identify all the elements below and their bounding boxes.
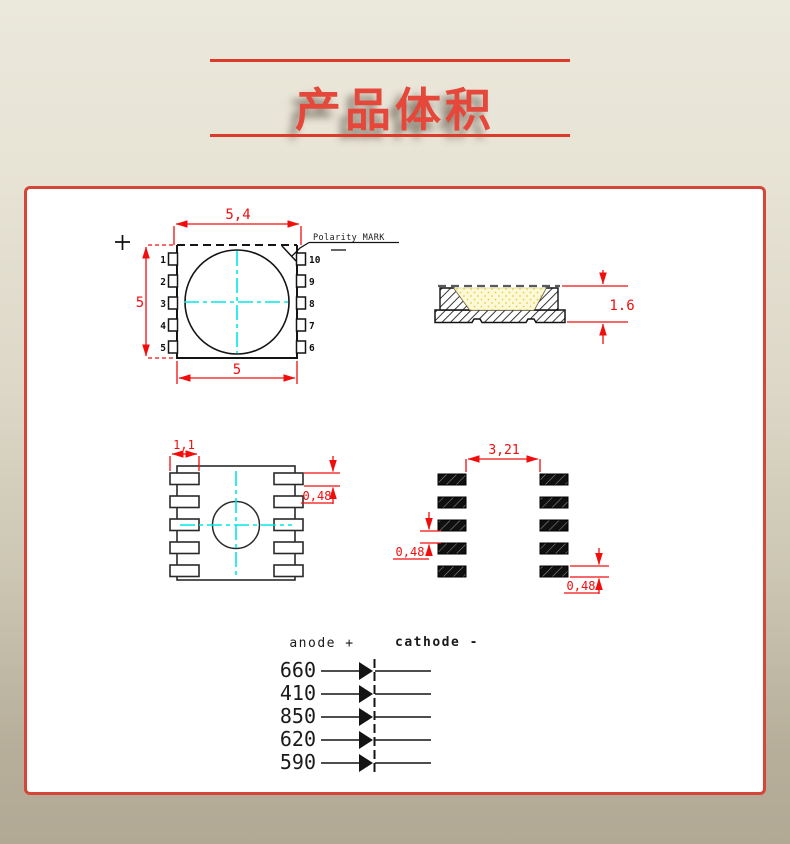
dim-column-gap-lines: [465, 455, 541, 472]
dim-row-gap-value: 0,48: [396, 545, 425, 559]
pin-numbers: 1 2 3 4 5 10 9 8 7 6: [160, 255, 320, 354]
top-view-pins: [167, 252, 307, 354]
dim-row-gap-lines: [393, 512, 441, 560]
wavelength-value: 620: [280, 727, 316, 751]
anode-label: anode +: [289, 636, 354, 651]
dim-pad-height-right-value: 0,48: [567, 579, 596, 593]
footprint-centerlines: [180, 471, 292, 578]
pin-number: 1: [160, 255, 166, 266]
diode-icon: [359, 708, 373, 726]
wavelength-value: 590: [280, 750, 316, 774]
header-rule-bottom: [210, 134, 570, 137]
pin-number: 2: [160, 277, 166, 288]
side-view-drawing: 1.6: [434, 270, 635, 344]
base-plate-section: [434, 309, 566, 324]
diode-icon: [359, 731, 373, 749]
pin-number: 8: [309, 299, 315, 310]
dim-thickness-lines: [562, 270, 628, 344]
dim-side-height-value: 5: [136, 295, 144, 311]
cathode-label: cathode -: [395, 635, 479, 650]
dim-top-width-lines: [173, 220, 302, 245]
pin-number: 4: [160, 321, 166, 332]
dim-pad-width-value: 1,1: [173, 438, 195, 452]
pin-number: 6: [309, 343, 315, 354]
dim-pad-height-value: 0,48: [303, 489, 332, 503]
dim-pad-width-lines: [169, 450, 200, 471]
solder-pads: [437, 473, 569, 578]
pin-number: 3: [160, 299, 166, 310]
dim-bottom-width-lines: [176, 361, 298, 384]
dim-thickness-value: 1.6: [609, 298, 634, 314]
diode-icon: [359, 662, 373, 680]
circuit-diagram: anode + cathode - 660 410 850: [280, 635, 479, 776]
phosphor-cavity: [453, 287, 547, 311]
polarity-leader-line: [291, 241, 399, 257]
wavelength-value: 660: [280, 658, 316, 682]
pad-layout-drawing: 3,21 0,48 0,48: [393, 443, 609, 594]
dim-side-height-lines: [142, 244, 176, 359]
pin-number: 7: [309, 321, 315, 332]
footprint-drawing: 1,1 0,48: [169, 438, 340, 581]
top-view-drawing: 1 2 3 4 5 10 9 8 7 6 5,4: [115, 207, 399, 384]
diode-rows: [321, 670, 431, 764]
polarity-mark-label: Polarity MARK: [313, 233, 385, 243]
header-rule-top: [210, 59, 570, 62]
pin-number: 9: [309, 277, 315, 288]
wavelength-value: 410: [280, 681, 316, 705]
centerlines: [184, 251, 290, 353]
dim-pad-height-lines: [301, 456, 340, 504]
wavelength-value: 850: [280, 704, 316, 728]
pin-number: 5: [160, 343, 166, 354]
diode-icon: [359, 685, 373, 703]
pin-number: 10: [309, 255, 321, 266]
dim-top-width-value: 5,4: [225, 207, 250, 223]
dim-bottom-width-value: 5: [233, 362, 241, 378]
page-title: 产品体积: [295, 84, 495, 136]
diode-icon: [359, 754, 373, 772]
wavelength-labels: 660 410 850 620 590: [280, 658, 316, 774]
dim-column-gap-value: 3,21: [488, 443, 519, 458]
crosshair-mark-icon: [115, 235, 130, 250]
footprint-pins: [169, 472, 304, 578]
polarity-notch: [281, 245, 297, 262]
dim-pad-height-right-lines: [564, 548, 609, 594]
diode-symbols: [359, 662, 373, 772]
